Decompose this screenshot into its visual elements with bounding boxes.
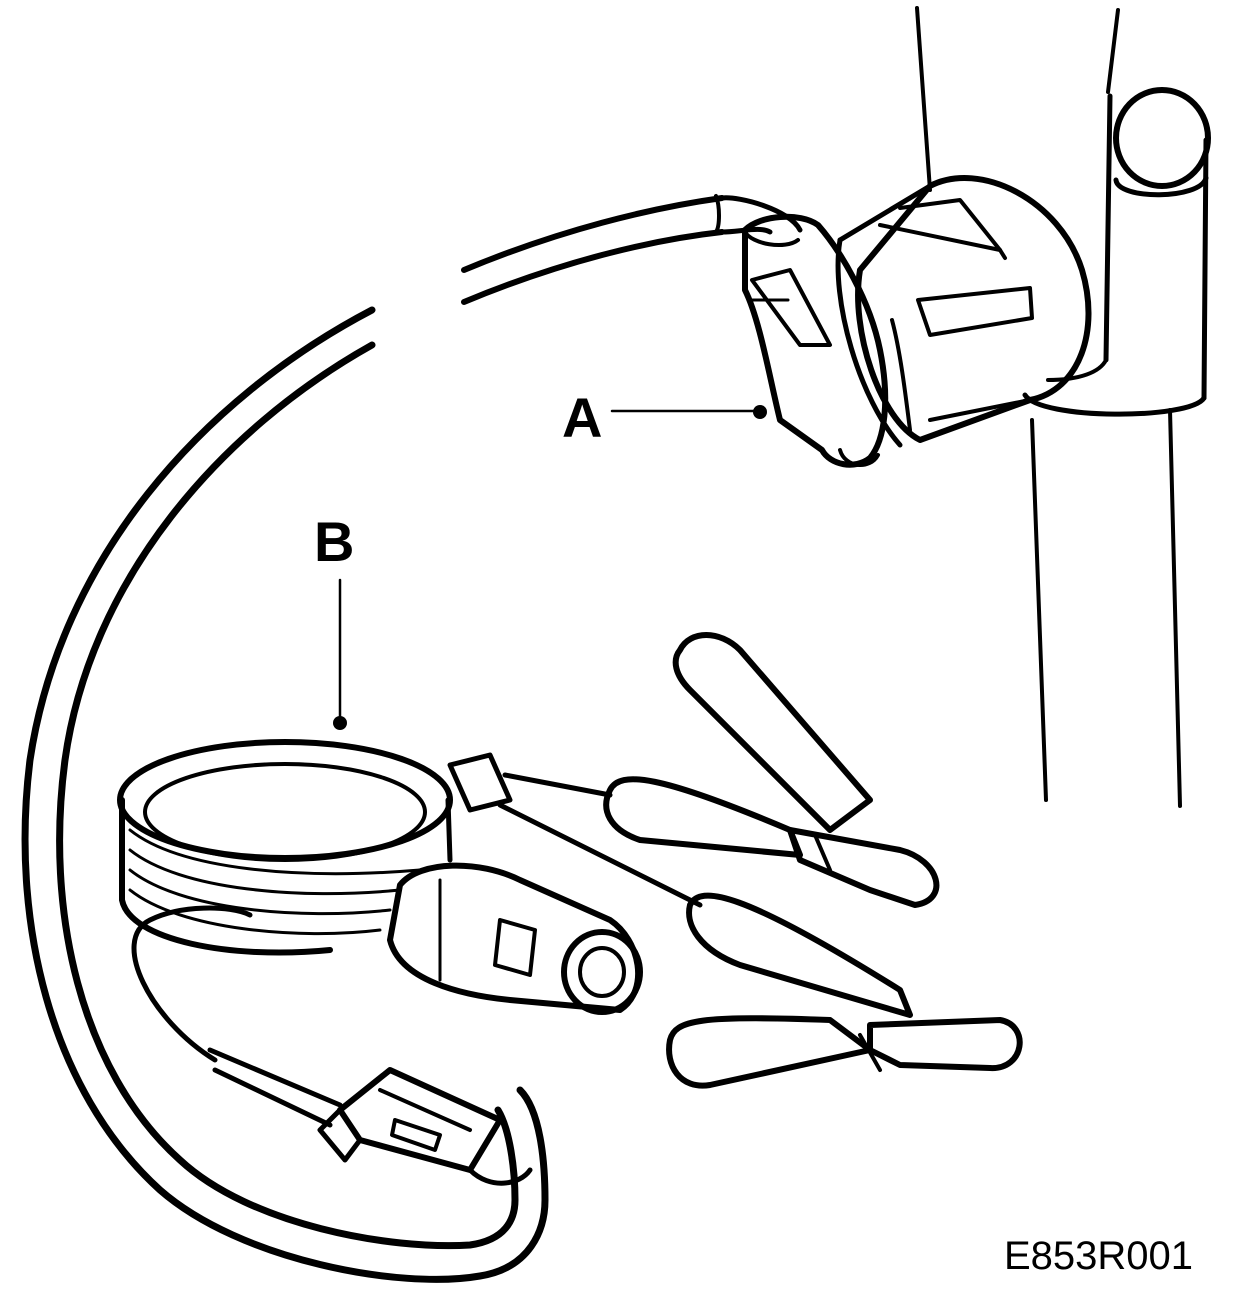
- leader-dot-b: [333, 716, 347, 730]
- figure-id: E853R001: [1004, 1234, 1194, 1278]
- lighter-plug: [387, 862, 643, 1015]
- coiled-cable-b: [117, 739, 453, 956]
- callout-label-a: A: [562, 386, 603, 449]
- sensor-housing: [835, 175, 1092, 448]
- pipe-assembly: [915, 6, 1211, 808]
- leader-lines: [333, 405, 767, 730]
- cable-a: [461, 194, 803, 305]
- connector-a: [742, 213, 889, 468]
- alligator-clips: [447, 632, 1023, 1089]
- cable-loop: [21, 306, 549, 1283]
- leader-dot-a: [753, 405, 767, 419]
- callout-label-b: B: [314, 510, 355, 573]
